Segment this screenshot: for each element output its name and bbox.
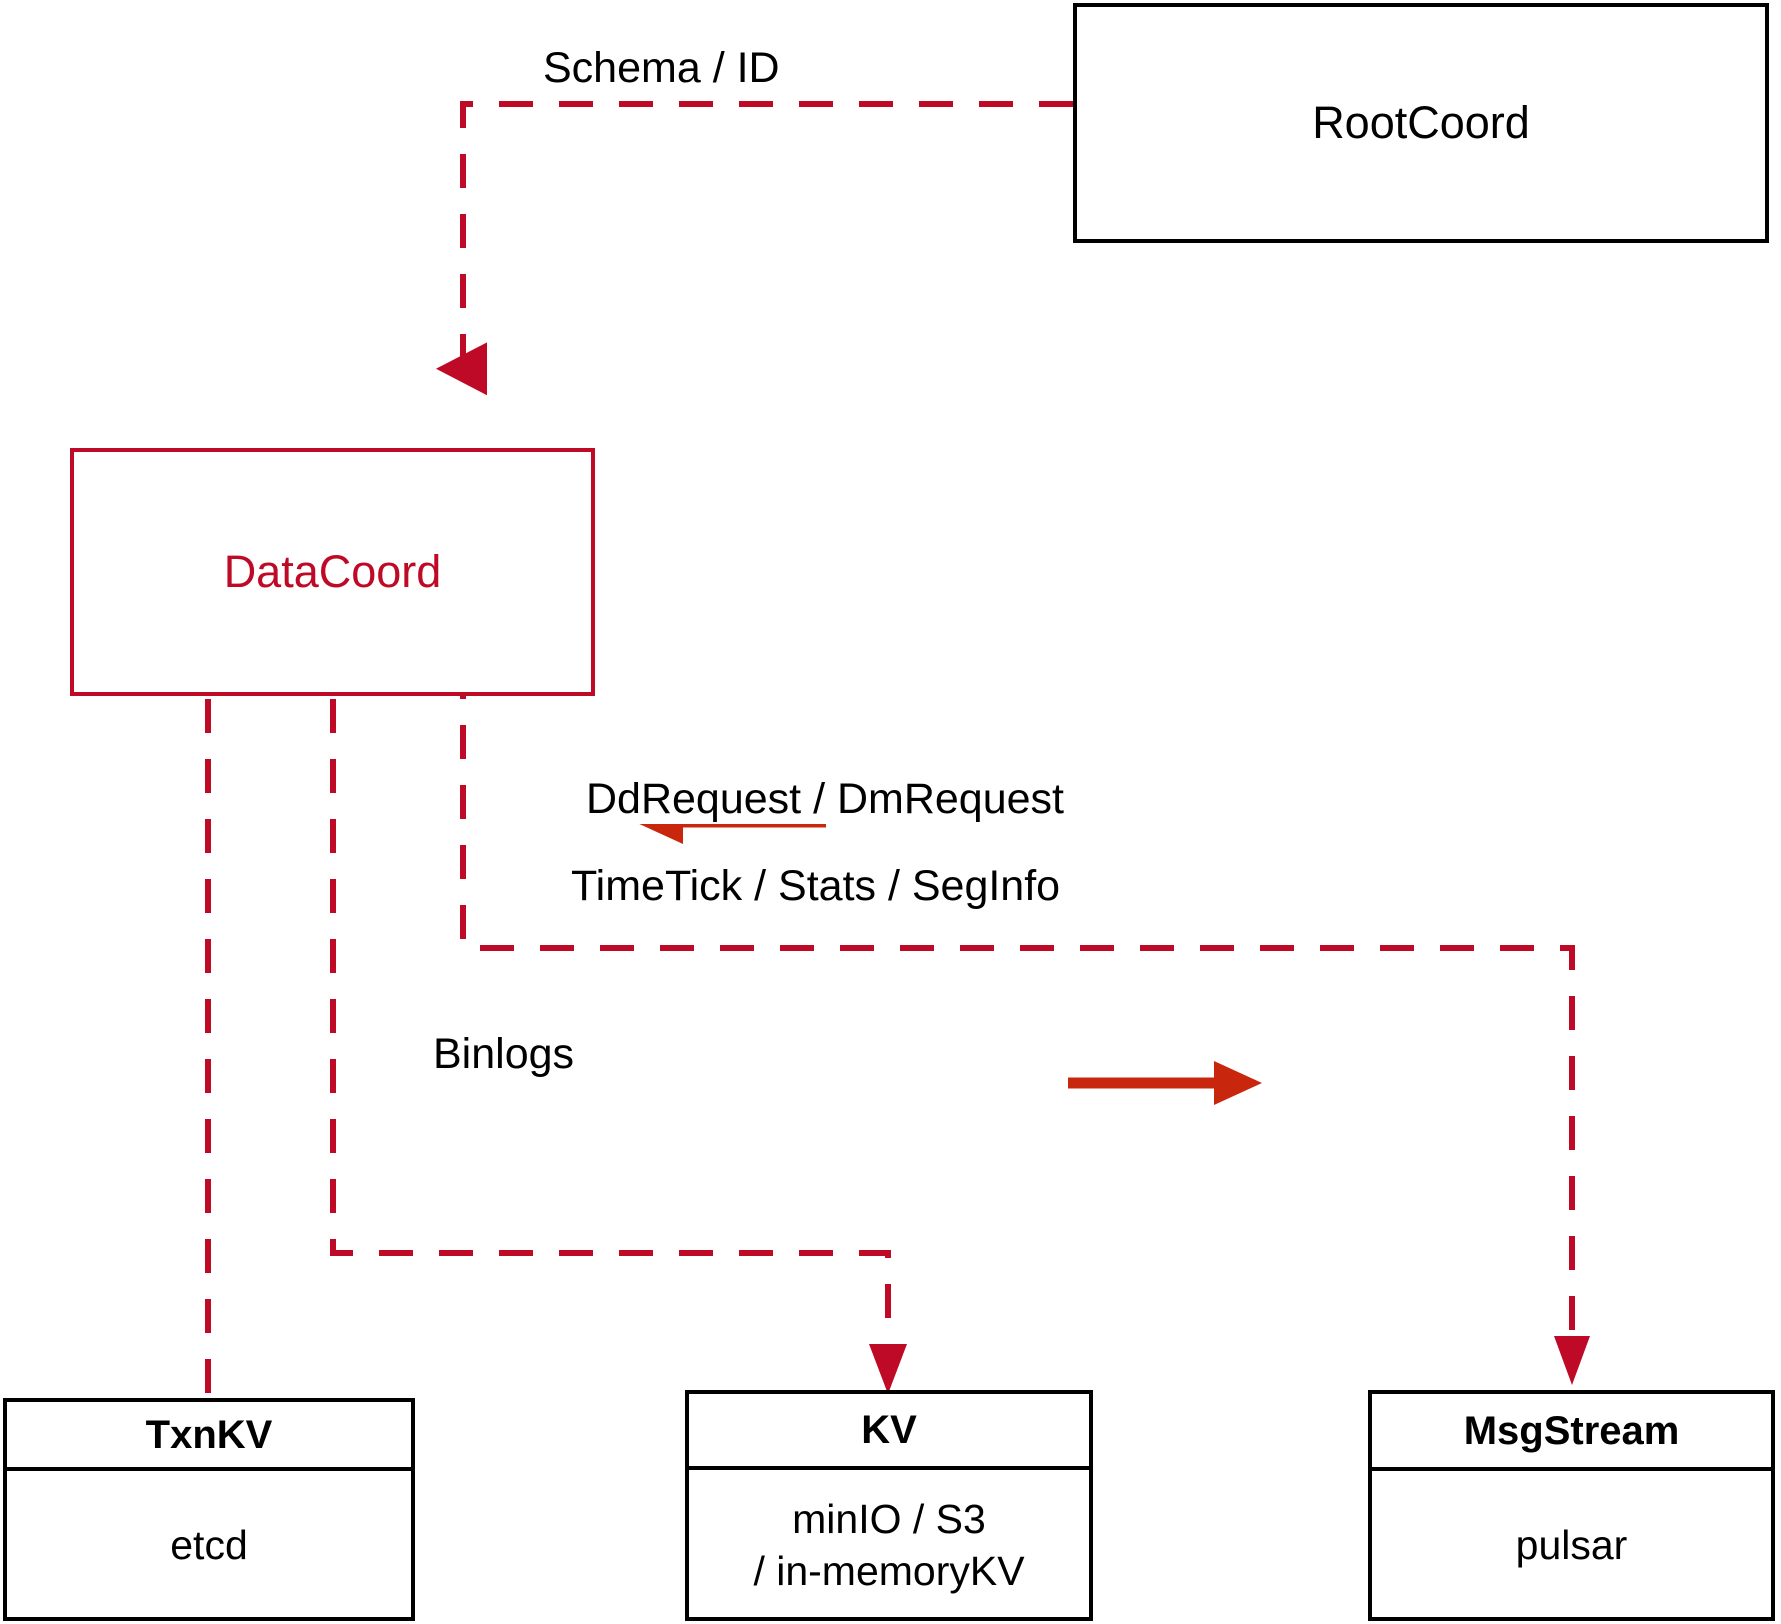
node-msgstream[interactable]: MsgStream pulsar (1368, 1390, 1775, 1621)
node-txnkv-body: etcd (7, 1471, 411, 1621)
node-kv-body: minIO / S3 / in-memoryKV (689, 1470, 1089, 1621)
node-msgstream-body-line-0: pulsar (1515, 1522, 1628, 1569)
node-kv[interactable]: KV minIO / S3 / in-memoryKV (685, 1390, 1093, 1621)
edge-label-schema-id: Schema / ID (535, 44, 788, 93)
node-kv-body-line-0: minIO / S3 (792, 1496, 986, 1543)
connector-msgstream-bus (448, 616, 1590, 1385)
edge-label-binlogs: Binlogs (425, 1030, 583, 1079)
arrow-outbound-right (1068, 1061, 1262, 1105)
node-kv-title: KV (861, 1408, 917, 1452)
edge-label-dd-dm-request: DdRequest / DmRequest (578, 775, 1072, 824)
node-rootcoord[interactable]: RootCoord (1073, 3, 1769, 243)
node-txnkv[interactable]: TxnKV etcd (3, 1398, 415, 1621)
edge-label-timetick-stats-seginfo: TimeTick / Stats / SegInfo (563, 862, 1069, 911)
node-msgstream-header: MsgStream (1372, 1394, 1771, 1471)
node-rootcoord-label: RootCoord (1312, 97, 1530, 149)
node-datacoord[interactable]: DataCoord (70, 448, 595, 696)
node-datacoord-label: DataCoord (223, 546, 442, 598)
node-kv-body-line-1: / in-memoryKV (753, 1547, 1025, 1594)
node-msgstream-body: pulsar (1372, 1471, 1771, 1621)
node-txnkv-title: TxnKV (145, 1412, 273, 1457)
node-msgstream-title: MsgStream (1463, 1408, 1680, 1453)
connector-binlogs (330, 699, 907, 1394)
node-kv-header: KV (689, 1394, 1089, 1470)
connector-schema-id (436, 101, 1073, 396)
node-txnkv-body-line-0: etcd (170, 1522, 248, 1569)
node-txnkv-header: TxnKV (7, 1402, 411, 1471)
